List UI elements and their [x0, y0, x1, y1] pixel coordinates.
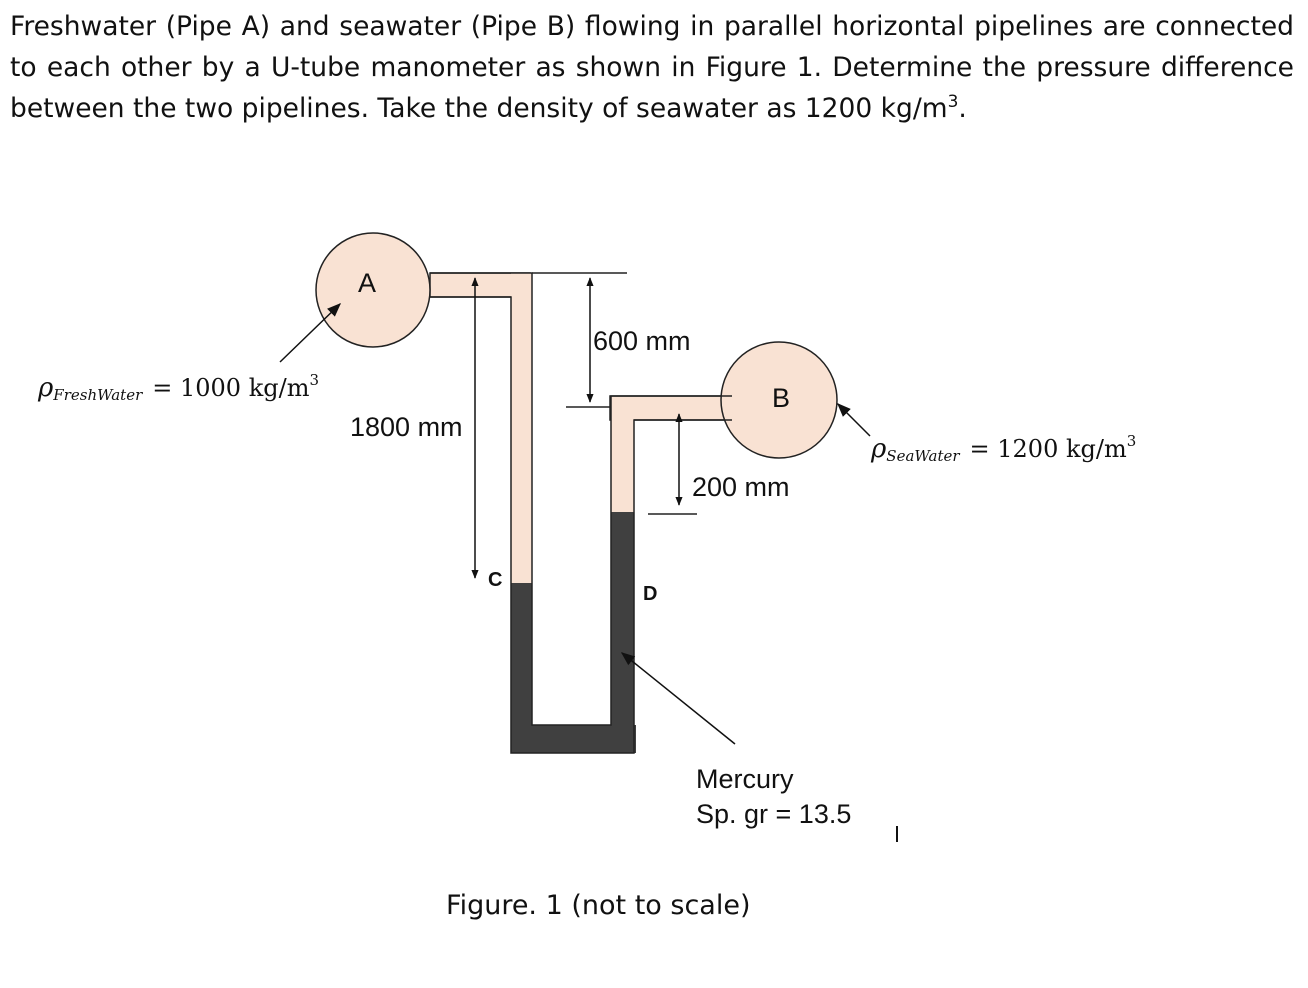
sea-rho-subscript: SeaWater: [886, 447, 960, 465]
point-d-label: D: [643, 583, 657, 605]
u-bend-mercury: [511, 725, 636, 753]
right-leg-mercury: [611, 512, 634, 726]
dim-200-label: 200 mm: [692, 472, 790, 502]
mercury-leader: [620, 652, 736, 745]
problem-end: .: [958, 93, 967, 124]
point-c-label: C: [488, 569, 502, 591]
fresh-density-leader: [279, 303, 342, 363]
sea-rho-value: = 1200 kg/m: [970, 435, 1127, 463]
problem-statement: Freshwater (Pipe A) and seawater (Pipe B…: [10, 6, 1294, 129]
pipe-a-label: A: [358, 268, 376, 298]
dim-600-label: 600 mm: [593, 326, 691, 356]
right-leg-water: [611, 410, 634, 512]
fresh-rho-symbol: ρ: [37, 373, 54, 403]
u-tube-inner-outline: [430, 296, 732, 754]
u-tube-outer-outline: [430, 272, 732, 726]
mercury-label-line1: Mercury: [696, 764, 794, 794]
fresh-rho-value: = 1000 kg/m: [152, 374, 309, 402]
fresh-density-label: ρFreshWater = 1000 kg/m3: [37, 371, 319, 404]
sea-rho-exponent: 3: [1127, 432, 1137, 450]
pipe-b: [720, 341, 838, 459]
dim-1800-label: 1800 mm: [350, 412, 463, 442]
mercury-label-line2: Sp. gr = 13.5: [696, 799, 851, 829]
fresh-rho-exponent: 3: [309, 371, 319, 389]
left-leg-mercury: [511, 583, 532, 725]
pipe-b-label: B: [772, 383, 790, 413]
problem-superscript: 3: [947, 92, 959, 113]
sea-rho-symbol: ρ: [870, 434, 887, 464]
sea-density-label: ρSeaWater = 1200 kg/m3: [870, 432, 1136, 465]
left-leg-water: [511, 273, 532, 583]
figure-caption: Figure. 1 (not to scale): [446, 890, 751, 921]
pipe-a: [315, 232, 431, 348]
problem-text: Freshwater (Pipe A) and seawater (Pipe B…: [10, 11, 1294, 124]
sea-density-leader: [837, 403, 871, 437]
fresh-rho-subscript: FreshWater: [52, 386, 143, 404]
